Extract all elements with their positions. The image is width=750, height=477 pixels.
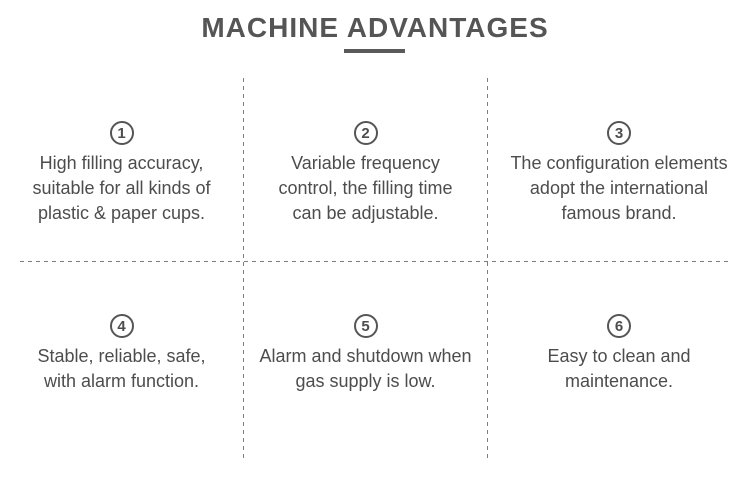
- advantage-item-1: 1 High filling accuracy, suitable for al…: [0, 121, 243, 226]
- item-number-badge: 5: [353, 314, 378, 338]
- title-underline: [344, 49, 405, 53]
- advantage-item-2: 2 Variable frequency control, the fillin…: [244, 121, 487, 226]
- horizontal-dashed-divider: [20, 261, 728, 262]
- advantage-item-6: 6 Easy to clean and maintenance.: [488, 314, 750, 394]
- advantage-item-4: 4 Stable, reliable, safe, with alarm fun…: [0, 314, 243, 394]
- advantage-item-3: 3 The configuration elements adopt the i…: [488, 121, 750, 226]
- item-number-badge: 2: [353, 121, 378, 145]
- vertical-dashed-divider-2: [487, 78, 488, 458]
- item-number-badge: 1: [109, 121, 134, 145]
- item-text: Alarm and shutdown when gas supply is lo…: [259, 346, 472, 391]
- item-number-badge: 4: [109, 314, 134, 338]
- item-number-badge: 3: [607, 121, 631, 145]
- item-text: Easy to clean and maintenance.: [547, 346, 691, 391]
- item-text: Variable frequency control, the filling …: [278, 153, 453, 223]
- page-title: MACHINE ADVANTAGES: [201, 12, 549, 43]
- item-text: The configuration elements adopt the int…: [510, 153, 728, 223]
- vertical-dashed-divider-1: [243, 78, 244, 458]
- item-number-badge: 6: [607, 314, 631, 338]
- item-text: High filling accuracy, suitable for all …: [32, 153, 211, 223]
- item-text: Stable, reliable, safe, with alarm funct…: [37, 346, 206, 391]
- advantage-item-5: 5 Alarm and shutdown when gas supply is …: [244, 314, 487, 394]
